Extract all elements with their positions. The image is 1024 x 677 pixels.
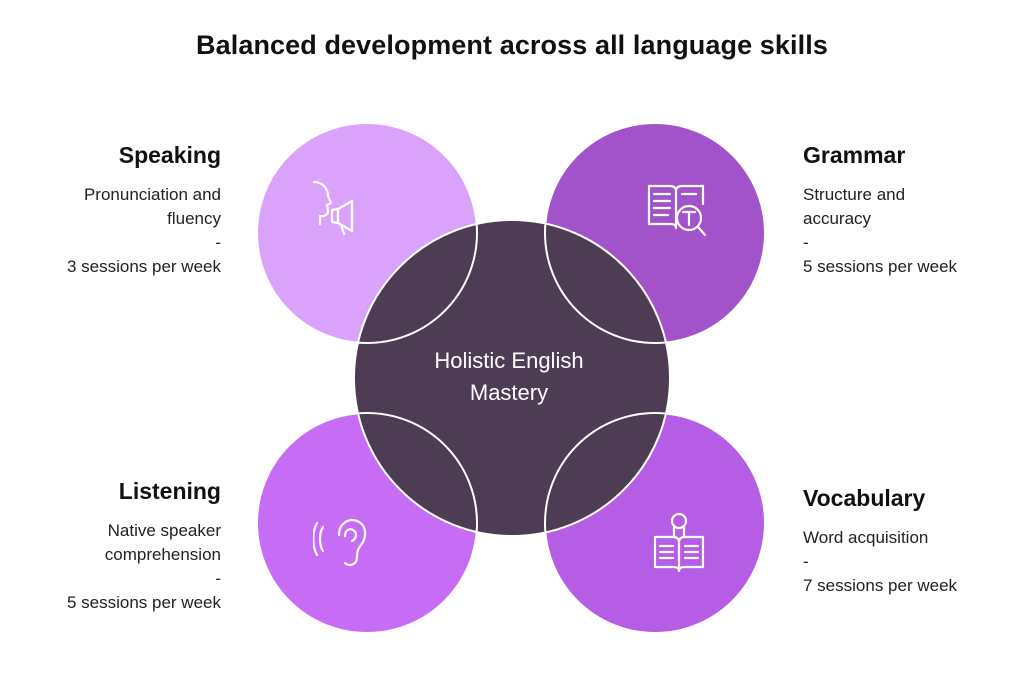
- vocabulary-block: Vocabulary Word acquisition - 7 sessions…: [803, 485, 1024, 598]
- speaking-separator: -: [215, 233, 221, 252]
- overlap-outlines: [256, 122, 766, 634]
- center-circle: [354, 220, 670, 536]
- grammar-block: Grammar Structure and accuracy - 5 sessi…: [803, 142, 1024, 279]
- center-label-line2: Mastery: [469, 380, 549, 405]
- vocabulary-frequency: 7 sessions per week: [803, 576, 958, 595]
- grammar-title: Grammar: [803, 142, 906, 168]
- grammar-separator: -: [803, 233, 809, 252]
- listening-separator: -: [215, 569, 221, 588]
- vocabulary-title: Vocabulary: [803, 485, 926, 511]
- speaking-frequency: 3 sessions per week: [66, 257, 221, 276]
- listening-frequency: 5 sessions per week: [66, 593, 221, 612]
- vocabulary-separator: -: [803, 552, 809, 571]
- listening-desc-line2: comprehension: [104, 545, 221, 564]
- speaking-megaphone-icon: [312, 180, 354, 236]
- diagram-title: Balanced development across all language…: [196, 30, 828, 60]
- vocabulary-desc-line1: Word acquisition: [803, 528, 929, 547]
- listening-ear-icon: [313, 519, 367, 567]
- grammar-desc-line2: accuracy: [803, 209, 872, 228]
- listening-block: Listening Native speaker comprehension -…: [0, 478, 221, 615]
- center-label-line1: Holistic English: [434, 348, 584, 373]
- speaking-desc-line2: fluency: [167, 209, 221, 228]
- speaking-desc-line1: Pronunciation and: [83, 185, 221, 204]
- center-label: Holistic English Mastery: [400, 345, 618, 409]
- grammar-book-magnifier-icon: [647, 184, 707, 237]
- speaking-title: Speaking: [118, 142, 221, 168]
- vocabulary-reader-icon: [653, 512, 705, 573]
- listening-desc-line1: Native speaker: [107, 521, 221, 540]
- grammar-frequency: 5 sessions per week: [803, 257, 958, 276]
- speaking-block: Speaking Pronunciation and fluency - 3 s…: [0, 142, 221, 279]
- listening-title: Listening: [118, 478, 221, 504]
- grammar-desc-line1: Structure and: [803, 185, 906, 204]
